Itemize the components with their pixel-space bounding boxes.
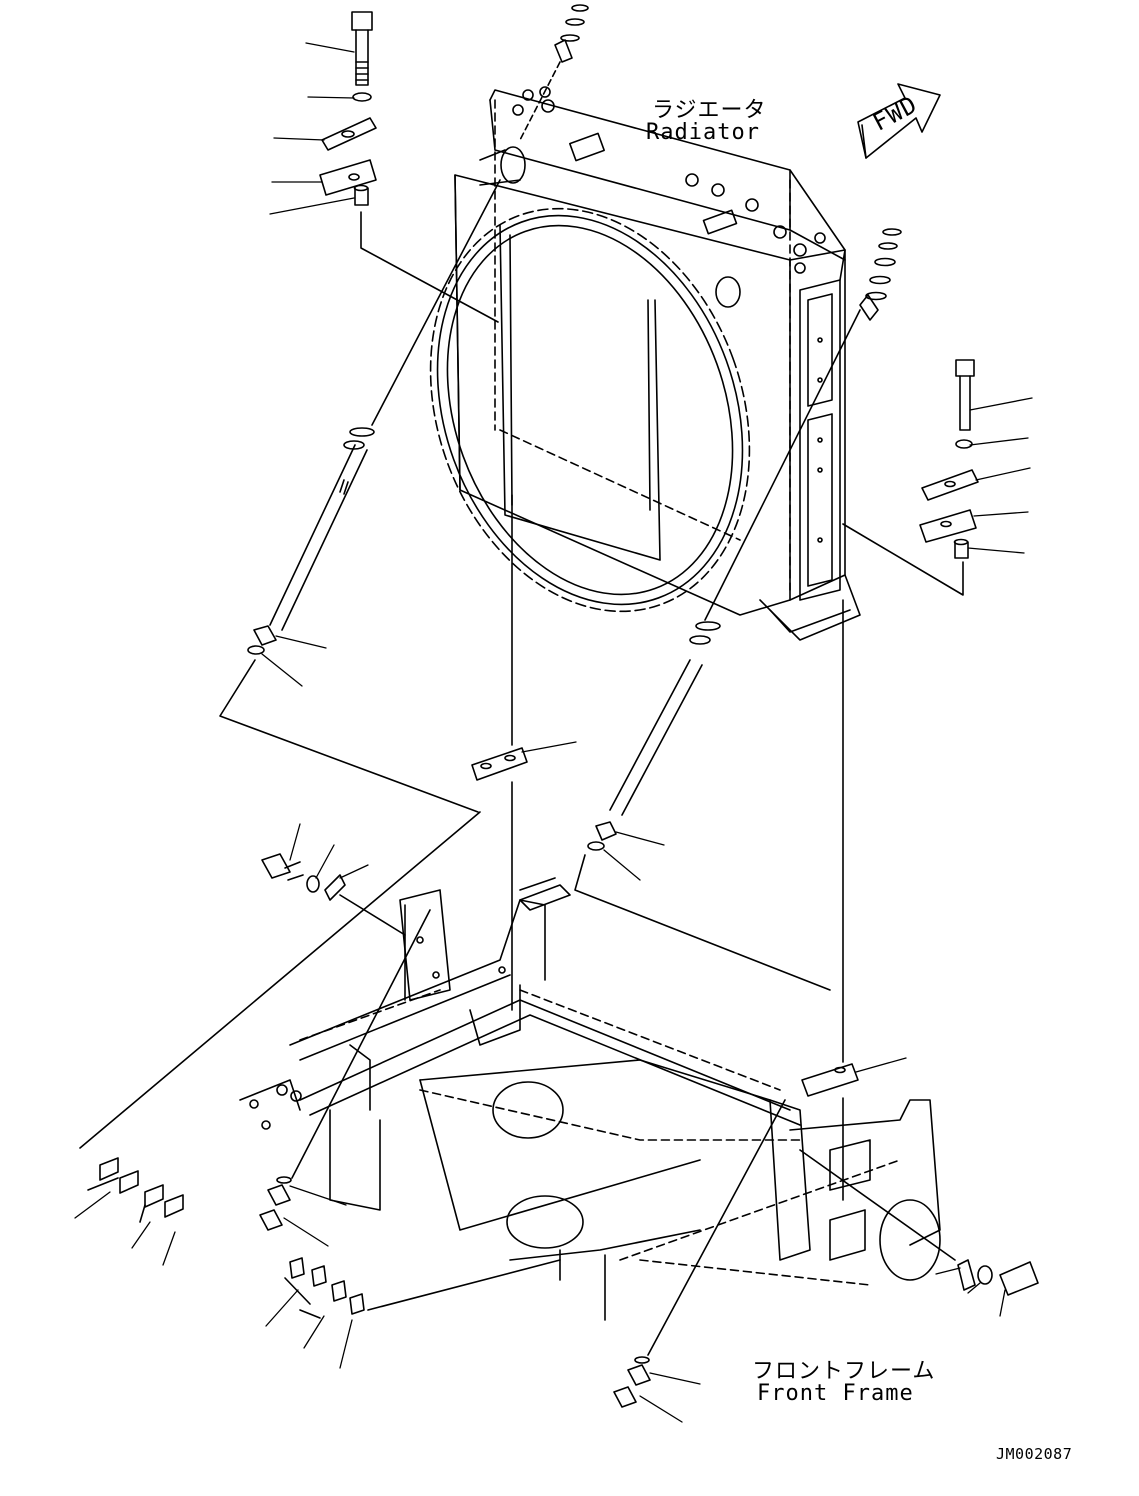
front-frame — [240, 878, 940, 1320]
radiator-label-en: Radiator — [646, 120, 760, 145]
drawing-number: JM002087 — [996, 1445, 1073, 1463]
left-stay-rod-parts — [220, 12, 500, 812]
radiator-label-jp: ラジエータ — [652, 98, 767, 123]
front-frame-label-en: Front Frame — [757, 1381, 914, 1406]
front-frame-label-jp: フロントフレーム — [752, 1359, 936, 1384]
leader-lines — [75, 43, 1032, 1422]
mount-pads — [472, 495, 858, 1200]
frame-bolts-right — [800, 1150, 1038, 1295]
shim-stacks — [80, 812, 560, 1318]
lower-nuts — [260, 910, 785, 1407]
radiator-assembly — [376, 87, 860, 657]
right-stay-rod-parts — [575, 229, 978, 990]
fwd-arrow-icon — [858, 84, 940, 158]
upper-pipe-fittings — [520, 5, 588, 140]
frame-bolts-left — [262, 854, 405, 935]
